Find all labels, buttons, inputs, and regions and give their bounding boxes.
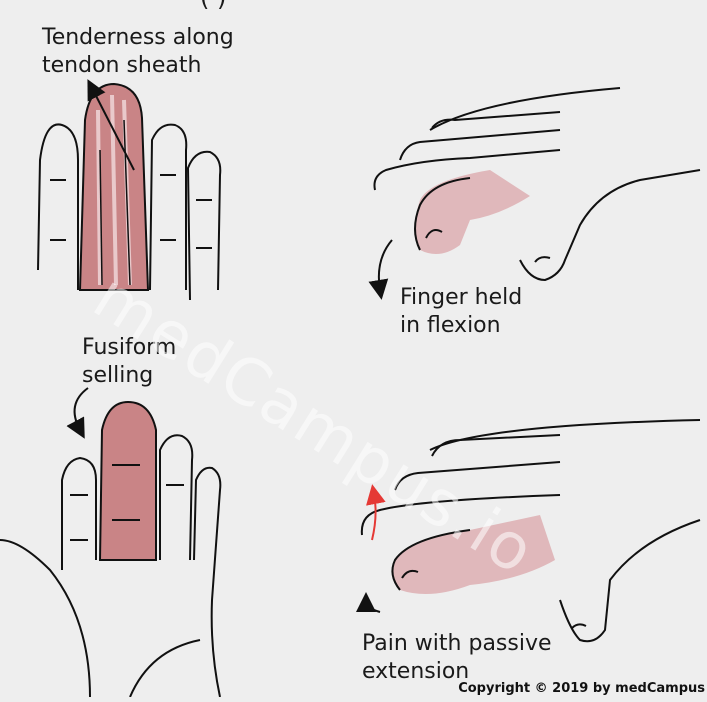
fusiform-label-line2: selling	[82, 363, 154, 388]
passive-extension-label: Pain with passive extension	[362, 630, 552, 686]
finger-passive	[392, 515, 555, 594]
passive-extension-label-line2: extension	[362, 659, 470, 684]
finger-right-outline	[149, 123, 188, 291]
fusiform-label: Fusiform selling	[82, 334, 176, 390]
finger-flexed	[415, 170, 530, 254]
hand-tendon-sheath	[37, 79, 222, 301]
passive-extension-label-line1: Pain with passive	[362, 631, 552, 656]
tendon-sheath-label-line2: tendon sheath	[42, 53, 202, 78]
header-partial: ( )	[200, 0, 226, 12]
finger-swollen	[98, 400, 157, 561]
flexion-label-line2: in flexion	[400, 313, 501, 338]
hand-flexion	[368, 87, 701, 300]
flexion-label: Finger held in flexion	[400, 284, 522, 340]
tendon-sheath-label: Tenderness along tendon sheath	[42, 24, 234, 80]
flexion-label-line1: Finger held	[400, 285, 523, 310]
copyright: Copyright © 2019 by medCampus	[458, 681, 705, 696]
hand-fusiform	[0, 387, 222, 698]
tendon-sheath-label-line1: Tenderness along	[42, 25, 234, 50]
hand-passive-extension	[356, 419, 701, 643]
finger-left-outline	[37, 123, 79, 290]
fusiform-label-line1: Fusiform	[82, 335, 177, 360]
